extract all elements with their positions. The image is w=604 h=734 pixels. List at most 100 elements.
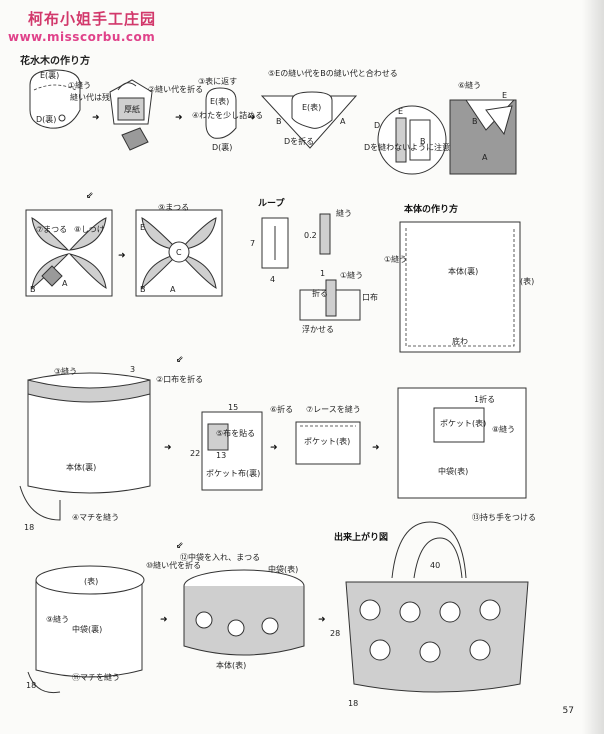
arrow-12: ➜ [318,615,326,625]
dim-m3: 3 [130,365,135,374]
pocket-cloth-group: 15 22 13 ⑤布を貼る ポケット布(裏) [190,403,263,491]
letter-c-5: C [176,248,182,257]
pocket-cloth-text: ポケット布(裏) [206,468,260,478]
pocket2-text: ポケット(表) [440,418,486,428]
loop-group: ループ 7 4 0.2 縫う 1 ①縫う 折る 口布 浮かせる [250,197,378,334]
b2-text: ②口布を折る [156,374,203,384]
b3-text: ③縫う [54,366,77,376]
loop-sew2: ①縫う [340,270,363,280]
arrow-5: ➜ [118,251,126,261]
arrow-9: ➜ [372,443,380,453]
step-4-text: ④わたを少し詰める [192,110,263,120]
label-e-front2: E(表) [302,102,321,112]
loop-cloth: 口布 [362,292,378,302]
b8-text: ⑧縫う [492,424,515,434]
b13-text: ⑬持ち手をつける [472,512,536,522]
b7-text: ⑦レースを縫う [306,404,361,414]
dim-h28: 28 [330,629,340,638]
arrow-8: ➜ [270,443,278,453]
letter-b-4: B [30,285,36,294]
inner-front-text: (表) [84,576,98,586]
dim-w40: 40 [430,561,440,570]
step-7-text: ⑦まつる [36,225,67,234]
body-outer: (表) [520,276,534,286]
step-5-group: ⑤Eの縫い代をBの縫い代と合わせる E(表) B A Dを折る [260,68,398,149]
step-2-group: 厚紙 ②縫い代を折る [109,79,203,151]
inner-back-text: 中袋(裏) [72,624,102,634]
dim-loop-02: 0.2 [304,231,317,240]
step-1-note: 縫い代は残す [70,92,118,102]
letter-a-5: A [170,285,176,294]
letter-b-5: B [140,285,146,294]
label-e-back: E(裏) [40,70,59,80]
step-1-text: ①縫う [68,80,91,90]
letter-a-1: A [340,117,346,126]
letter-a-4: A [62,279,68,288]
letter-b-3: B [472,117,478,126]
step-1-group: E(裏) D(裏) ①縫う 縫い代は残す [29,69,118,129]
inner-bag2-text: 中袋(表) [268,564,298,574]
arrow-7: ➜ [164,443,172,453]
step-9-group: ⑨まつる E C B A [135,203,223,297]
dim-m18b: 18 [26,681,36,690]
b6-text: ⑥折る [270,404,293,414]
inner-bag-text: 中袋(表) [438,466,468,476]
step-5-note: Dを縫わないように注意 [364,142,450,152]
body-bottom: 底わ [452,336,468,346]
step-3-text: ③表に返す [198,76,237,86]
assembly-group: ⑫中袋を入れ、まつる 中袋(表) 本体(表) [180,552,305,670]
letter-a-3: A [482,153,488,162]
dim-m13: 13 [216,451,226,460]
pocket-front-text: ポケット(表) [304,436,350,446]
body-sew: ①縫う [384,254,407,264]
b11-text: ⑪マチを縫う [72,672,120,682]
b10-text: ⑩縫い代を折る [146,560,201,570]
dim-loop-h: 7 [250,239,255,248]
finished-group: 出来上がり図 ⑬持ち手をつける 40 28 18 [330,512,536,708]
step-9-text: ⑨まつる [158,203,189,212]
label-e-front: E(表) [210,96,229,106]
step-3-group: ③表に返す E(表) D(裏) ④わたを少し詰める [192,76,263,152]
watermark-url: www.misscorbu.com [8,30,156,44]
step-2-card: 厚紙 [124,104,140,114]
b-body-text: 本体(裏) [66,462,96,472]
dim-loop-1: 1 [320,269,325,278]
letter-b-1: B [276,117,282,126]
body-panel-group: 本体の作り方 ①縫う 本体(裏) (表) 底わ [384,203,534,353]
arrow-11: ➜ [160,615,168,625]
step-2-text: ②縫い代を折る [148,84,203,94]
body-title: 本体の作り方 [404,203,458,215]
b12-text: ⑫中袋を入れ、まつる [180,552,260,562]
dim-m15: 15 [228,403,238,412]
pocket-front-group: ⑥折る ⑦レースを縫う ポケット(表) [270,404,361,465]
dim-d18: 18 [348,699,358,708]
letter-d-2: D [374,121,380,130]
dim-loop-w: 4 [270,275,275,284]
body-front-text: 本体(表) [216,660,246,670]
arrow-2: ➜ [175,113,183,123]
watermark-brand: 柯布小姐手工庄园 [28,10,157,28]
letter-e-5: E [140,223,145,232]
b5-text: ⑤布を貼る [216,428,255,438]
finished-title: 出来上がり図 [334,531,388,543]
step-5-text: ⑤Eの縫い代をBの縫い代と合わせる [268,68,398,78]
b8-fold: 1折る [474,394,495,404]
detail-circle: E D B Dを縫わないように注意 [364,105,450,175]
page-number: 57 [562,706,574,716]
section-title: 花水木の作り方 [20,56,90,67]
dim-m18: 18 [24,523,34,532]
arrow-1: ➜ [92,113,100,123]
label-d-back2: D(裏) [212,142,232,152]
arrow-6: ⇙ [176,355,184,365]
loop-sew: 縫う [336,208,352,218]
letter-b-2: B [420,137,426,146]
loop-float: 浮かせる [302,324,334,334]
b4-text: ④マチを縫う [72,512,119,522]
body-inside-out-group: ③縫う 3 ②口布を折る 本体(裏) ④マチを縫う 18 [19,365,203,532]
dim-m22: 22 [190,449,200,458]
letter-e-3: E [502,91,507,100]
arrow-4: ⇙ [86,191,94,201]
letter-e-2: E [398,107,403,116]
